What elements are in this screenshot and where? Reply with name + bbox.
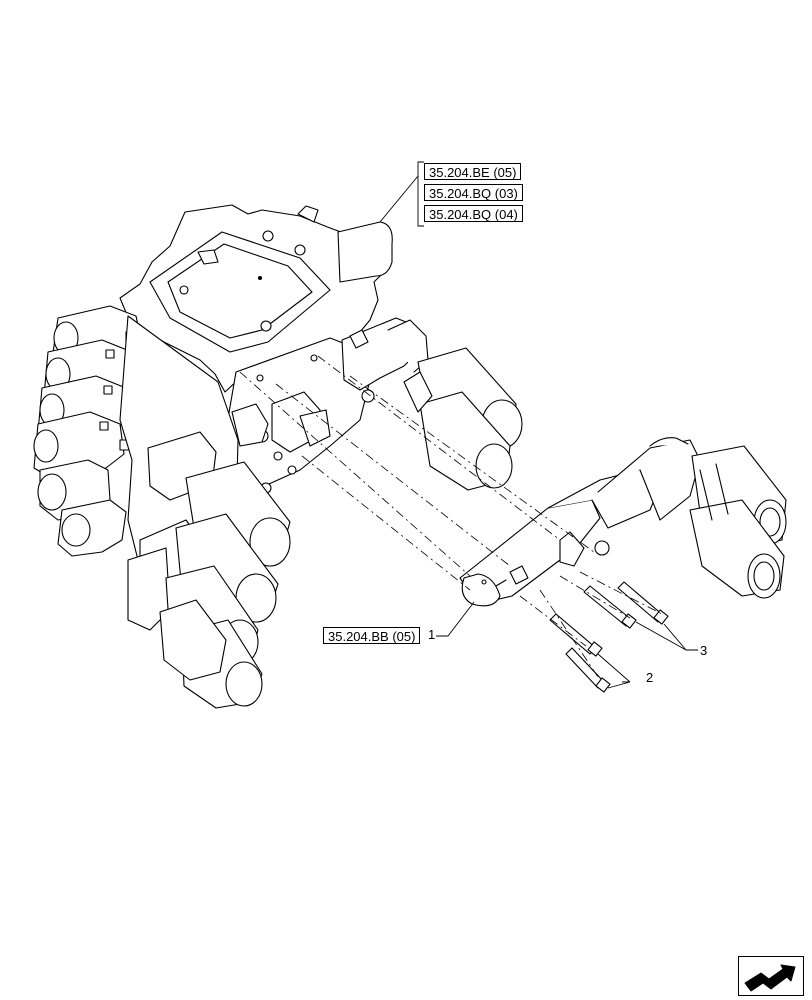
- reference-35-204-bq-04[interactable]: 35.204.BQ (04): [424, 205, 523, 222]
- long-screws-part-3: [583, 581, 669, 629]
- next-page-arrow-icon: [744, 964, 796, 992]
- callout-2: 2: [646, 670, 654, 685]
- short-screws-part-2: [549, 613, 611, 693]
- reference-35-204-be-05[interactable]: 35.204.BE (05): [424, 163, 522, 180]
- next-page-button[interactable]: [738, 956, 804, 996]
- callout-1: 1: [428, 627, 436, 642]
- reference-35-204-bb-05[interactable]: 35.204.BB (05): [323, 627, 421, 644]
- mounting-bracket-part-1: [459, 437, 787, 607]
- alignment-lines: [239, 355, 663, 681]
- reference-35-204-bq-03[interactable]: 35.204.BQ (03): [424, 184, 523, 201]
- leader-lines: [379, 161, 698, 689]
- callout-3: 3: [700, 643, 708, 658]
- valve-block-assembly: [33, 204, 523, 709]
